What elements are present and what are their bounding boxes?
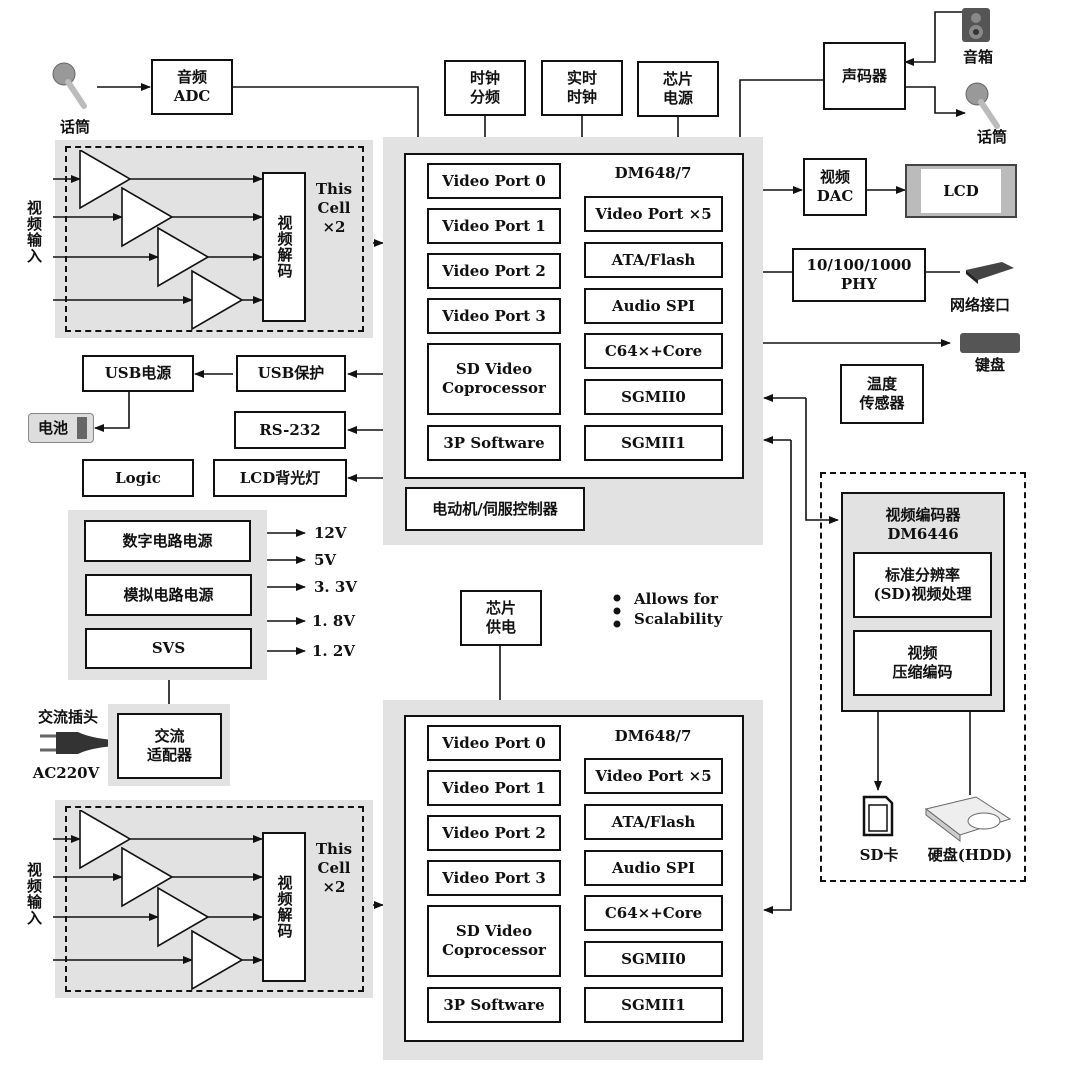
dm648-2-left-port: SD Video Coprocessor: [427, 905, 561, 977]
battery-label: 电池: [37, 418, 68, 437]
voltage-1v8: 1. 8V: [312, 612, 355, 630]
dm648-1-title: DM648/7: [614, 164, 692, 182]
chip-supply-block: 芯片 供电: [460, 590, 542, 646]
video-decoder-block-2: 视频解码: [262, 832, 306, 982]
keyboard-label: 键盘: [974, 356, 1005, 374]
audio-adc-block: 音频 ADC: [151, 59, 233, 115]
hdd-label: 硬盘(HDD): [927, 846, 1013, 864]
network-interface-label: 网络接口: [949, 296, 1010, 314]
dm648-2-right-port: Video Port ×5: [584, 758, 723, 794]
dm648-1-right-port: ATA/Flash: [584, 242, 723, 278]
dm648-1-right-port: SGMII0: [584, 379, 723, 415]
scalability-line-2: Scalability: [634, 610, 723, 628]
dm648-2-title: DM648/7: [614, 727, 692, 745]
keyboard-icon: [960, 333, 1020, 353]
chip-power-block: 芯片 电源: [637, 61, 719, 117]
speaker-icon: [962, 8, 990, 42]
video-encoder-title: 视频编码器 DM6446: [885, 506, 961, 543]
cell-note-2: This Cell ×2: [315, 840, 353, 896]
dm648-2-left-port: Video Port 1: [427, 770, 561, 806]
battery-icon: 电池: [28, 413, 94, 443]
digital-power-block: 数字电路电源: [84, 520, 251, 562]
microphone-label: 话筒: [59, 118, 90, 136]
ac-adapter-block: 交流 适配器: [117, 713, 222, 779]
dm648-1-left-port: Video Port 3: [427, 298, 561, 334]
video-input-cell-1-border: [65, 146, 364, 332]
dm648-1-left-port: Video Port 0: [427, 163, 561, 199]
dm648-2-left-port: Video Port 3: [427, 860, 561, 896]
network-router-icon: [962, 260, 1016, 284]
dm648-2-left-port: Video Port 2: [427, 815, 561, 851]
voltage-12v: 12V: [314, 524, 347, 542]
sd-video-processing-block: 标准分辨率 (SD)视频处理: [853, 552, 992, 618]
dm648-2-left-port: Video Port 0: [427, 725, 561, 761]
speaker-label: 音箱: [962, 48, 993, 66]
amplifiers-1: [53, 150, 263, 331]
usb-power-block: USB电源: [82, 355, 194, 392]
temperature-sensor-block: 温度 传感器: [840, 364, 924, 424]
dm648-1-left-port: Video Port 2: [427, 253, 561, 289]
sd-card-icon: [862, 795, 894, 837]
analog-power-block: 模拟电路电源: [85, 574, 252, 616]
video-dac-block: 视频 DAC: [803, 158, 867, 216]
dm648-2-right-port: SGMII0: [584, 941, 723, 977]
dm648-1-right-port: SGMII1: [584, 425, 723, 461]
sd-card-label: SD卡: [859, 846, 899, 864]
dots-icon: [613, 594, 621, 628]
microphone-icon: [50, 60, 90, 110]
ac220v-label: AC220V: [32, 764, 100, 782]
real-time-clock-block: 实时 时钟: [541, 60, 623, 116]
dm648-2-right-port: C64×+Core: [584, 895, 723, 931]
video-input-label-1: 视频输入: [25, 200, 43, 264]
clock-divider-block: 时钟 分频: [444, 60, 526, 116]
dm648-1-left-port: Video Port 1: [427, 208, 561, 244]
cell-note-1: This Cell ×2: [315, 180, 353, 236]
dm648-2-left-port: 3P Software: [427, 987, 561, 1023]
usb-protection-block: USB保护: [236, 355, 346, 392]
voltage-5v: 5V: [314, 551, 337, 569]
lcd-backlight-block: LCD背光灯: [213, 459, 347, 497]
dm648-1-right-port: C64×+Core: [584, 333, 723, 369]
voice-codec-block: 声码器: [823, 42, 906, 110]
amplifiers-2: [53, 810, 263, 991]
motor-servo-controller-block: 电动机/伺服控制器: [405, 487, 585, 531]
voltage-1v2: 1. 2V: [312, 642, 355, 660]
dm648-2-right-port: SGMII1: [584, 987, 723, 1023]
voltage-3v3: 3. 3V: [314, 578, 357, 596]
amplifier-icon: [191, 929, 244, 991]
scalability-line-1: Allows for: [634, 590, 718, 608]
ethernet-phy-block: 10/100/1000 PHY: [792, 248, 926, 302]
video-input-cell-2-border: [65, 806, 364, 992]
amplifier-icon: [191, 269, 244, 331]
ac-plug-icon: [38, 730, 114, 756]
lcd-display-icon: LCD: [905, 164, 1017, 218]
video-compression-block: 视频 压缩编码: [853, 630, 992, 696]
dm648-1-left-port: 3P Software: [427, 425, 561, 461]
dm648-1-right-port: Audio SPI: [584, 288, 723, 324]
dm648-1-left-port: SD Video Coprocessor: [427, 343, 561, 415]
lcd-label: LCD: [921, 169, 1001, 213]
hard-disk-icon: [922, 795, 1012, 843]
dm648-2-right-port: ATA/Flash: [584, 804, 723, 840]
svs-block: SVS: [85, 628, 252, 669]
dm648-2-right-port: Audio SPI: [584, 850, 723, 886]
ac-plug-label: 交流插头: [37, 708, 98, 726]
rs232-block: RS-232: [234, 411, 346, 449]
logic-block: Logic: [82, 459, 194, 497]
microphone-label-2: 话筒: [976, 128, 1007, 146]
encoder-cell-border: [820, 472, 1026, 882]
video-input-label-2: 视频输入: [25, 862, 43, 926]
microphone-icon-2: [963, 80, 1003, 130]
dm648-1-right-port: Video Port ×5: [584, 196, 723, 232]
video-decoder-block-1: 视频解码: [262, 172, 306, 322]
